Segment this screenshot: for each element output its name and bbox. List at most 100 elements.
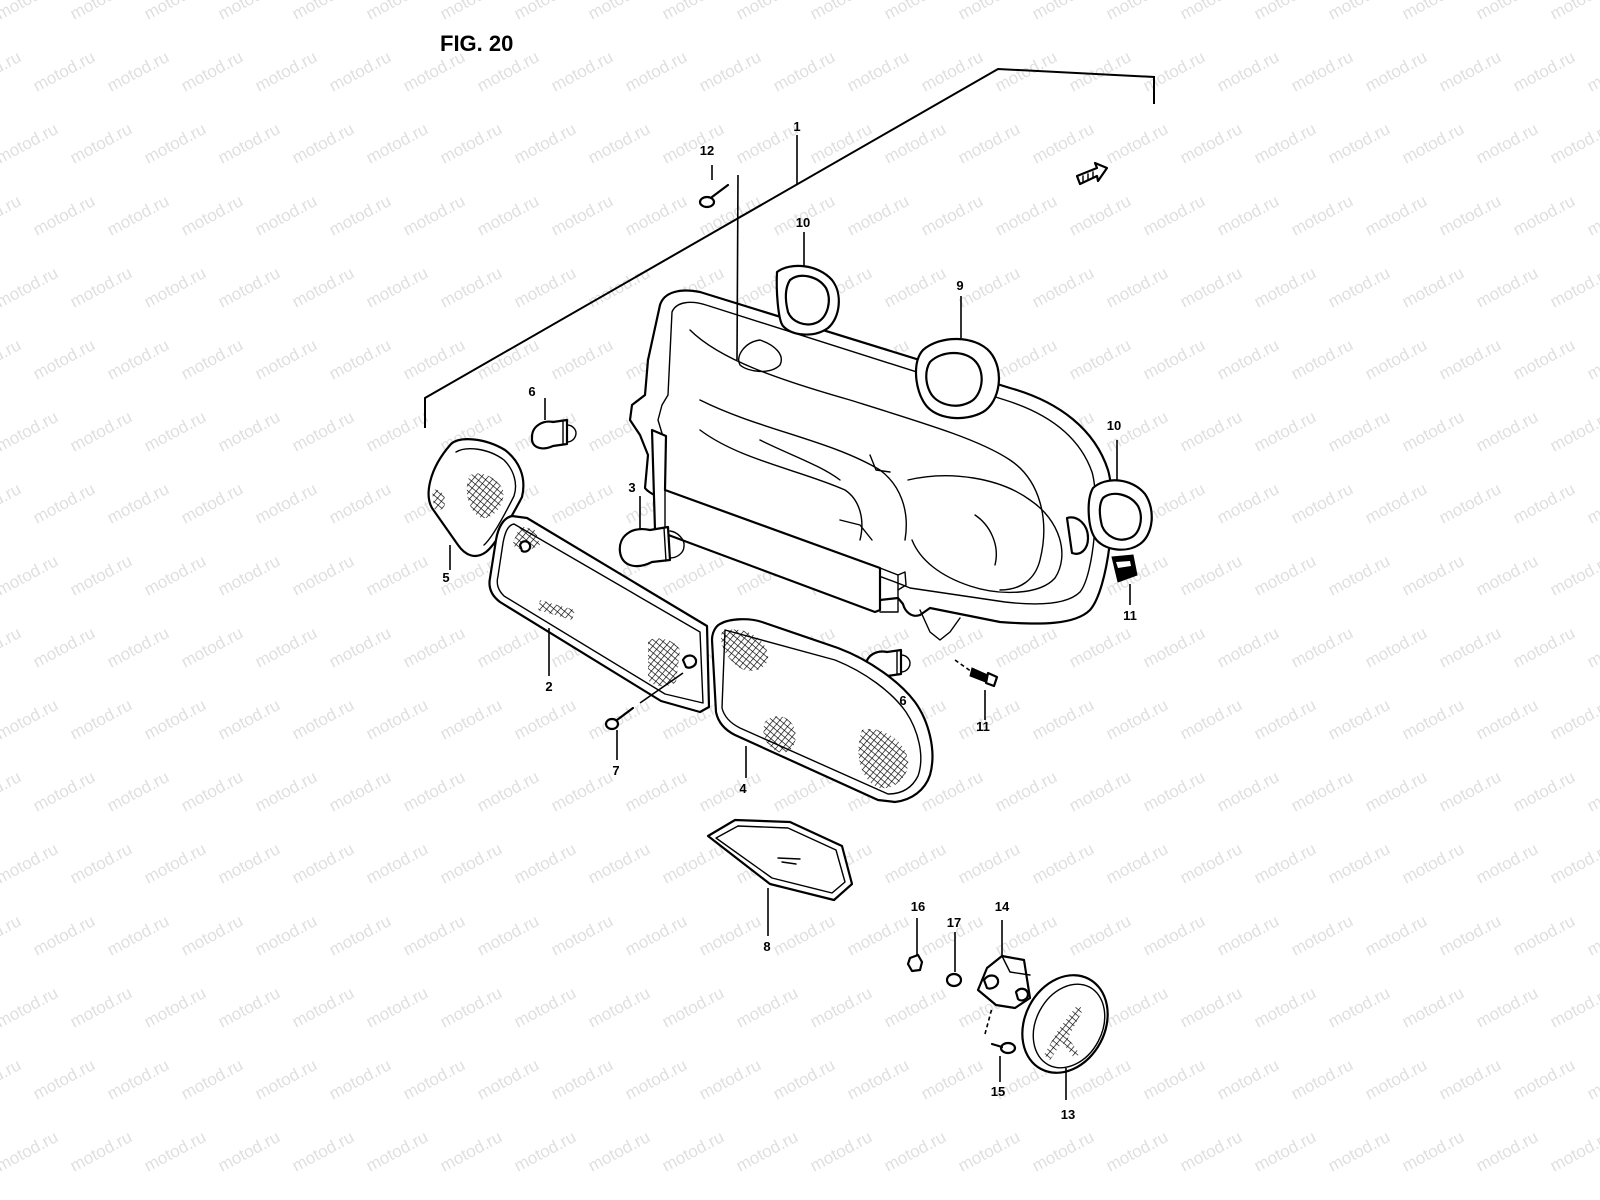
- watermark-text: motod.ru: [1251, 839, 1319, 887]
- watermark-text: motod.ru: [1510, 767, 1578, 815]
- watermark-text: motod.ru: [363, 119, 431, 167]
- callout-11-right: 11: [1123, 608, 1137, 623]
- watermark-text: motod.ru: [0, 1055, 24, 1103]
- watermark-text: motod.ru: [733, 0, 801, 24]
- callout-13: 13: [1061, 1107, 1075, 1122]
- callout-9: 9: [956, 278, 963, 293]
- watermark-text: motod.ru: [104, 191, 172, 239]
- watermark-text: motod.ru: [67, 0, 135, 24]
- watermark-text: motod.ru: [30, 623, 98, 671]
- watermark-text: motod.ru: [548, 767, 616, 815]
- watermark-text: motod.ru: [30, 911, 98, 959]
- watermark-text: motod.ru: [1547, 407, 1600, 455]
- callout-4: 4: [739, 781, 747, 796]
- watermark-text: motod.ru: [585, 119, 653, 167]
- watermark-text: motod.ru: [1103, 983, 1171, 1031]
- grommet-part-10-upper: [775, 232, 840, 336]
- watermark-text: motod.ru: [0, 911, 24, 959]
- watermark-text: motod.ru: [992, 335, 1060, 383]
- callout-7: 7: [612, 763, 619, 778]
- watermark-text: motod.ru: [696, 911, 764, 959]
- watermark-text: motod.ru: [955, 839, 1023, 887]
- callout-6-lower: 6: [899, 693, 906, 708]
- watermark-text: motod.ru: [1288, 623, 1356, 671]
- watermark-text: motod.ru: [1473, 119, 1541, 167]
- watermark-text: motod.ru: [1399, 551, 1467, 599]
- watermark-text: motod.ru: [252, 191, 320, 239]
- watermark-text: motod.ru: [1066, 191, 1134, 239]
- watermark-text: motod.ru: [0, 479, 24, 527]
- callout-12: 12: [700, 143, 714, 158]
- watermark-text: motod.ru: [511, 839, 579, 887]
- watermark-text: motod.ru: [511, 983, 579, 1031]
- watermark-text: motod.ru: [67, 407, 135, 455]
- watermark-text: motod.ru: [67, 839, 135, 887]
- watermark-text: motod.ru: [1584, 1055, 1600, 1103]
- watermark-text: motod.ru: [178, 1055, 246, 1103]
- watermark-text: motod.ru: [1473, 0, 1541, 24]
- watermark-text: motod.ru: [30, 191, 98, 239]
- watermark-text: motod.ru: [215, 1127, 283, 1175]
- watermark-text: motod.ru: [1510, 911, 1578, 959]
- watermark-text: motod.ru: [104, 767, 172, 815]
- watermark-text: motod.ru: [918, 191, 986, 239]
- watermark-text: motod.ru: [844, 191, 912, 239]
- watermark-text: motod.ru: [696, 1055, 764, 1103]
- watermark-text: motod.ru: [1103, 263, 1171, 311]
- callout-1: 1: [793, 119, 800, 134]
- watermark-text: motod.ru: [1214, 191, 1282, 239]
- lens-part-4: [710, 618, 934, 804]
- watermark-text: motod.ru: [659, 119, 727, 167]
- watermark-text: motod.ru: [733, 1127, 801, 1175]
- watermark-text: motod.ru: [770, 1055, 838, 1103]
- watermark-text: motod.ru: [1288, 911, 1356, 959]
- watermark-text: motod.ru: [30, 335, 98, 383]
- watermark-text: motod.ru: [400, 335, 468, 383]
- watermark-text: motod.ru: [1214, 479, 1282, 527]
- watermark-text: motod.ru: [252, 335, 320, 383]
- watermark-text: motod.ru: [1177, 119, 1245, 167]
- watermark-text: motod.ru: [1214, 623, 1282, 671]
- watermark-text: motod.ru: [1362, 767, 1430, 815]
- watermark-text: motod.ru: [1399, 0, 1467, 24]
- watermark-text: motod.ru: [1214, 911, 1282, 959]
- watermark-text: motod.ru: [363, 0, 431, 24]
- watermark-text: motod.ru: [363, 695, 431, 743]
- watermark-text: motod.ru: [67, 983, 135, 1031]
- watermark-text: motod.ru: [548, 911, 616, 959]
- watermark-text: motod.ru: [0, 623, 24, 671]
- watermark-text: motod.ru: [1547, 0, 1600, 24]
- watermark-text: motod.ru: [1362, 479, 1430, 527]
- watermark-text: motod.ru: [1214, 767, 1282, 815]
- watermark-text: motod.ru: [326, 479, 394, 527]
- watermark-text: motod.ru: [1547, 119, 1600, 167]
- watermark-text: motod.ru: [289, 551, 357, 599]
- watermark-text: motod.ru: [881, 983, 949, 1031]
- watermark-text: motod.ru: [215, 839, 283, 887]
- watermark-text: motod.ru: [474, 335, 542, 383]
- figure-title: FIG. 20: [440, 31, 513, 56]
- watermark-text: motod.ru: [363, 983, 431, 1031]
- screw-part-7: [604, 672, 684, 760]
- watermark-text: motod.ru: [326, 623, 394, 671]
- watermark-text: motod.ru: [1436, 335, 1504, 383]
- watermark-text: motod.ru: [326, 1055, 394, 1103]
- watermark-text: motod.ru: [1510, 479, 1578, 527]
- callout-6-upper: 6: [528, 384, 535, 399]
- watermark-text: motod.ru: [289, 119, 357, 167]
- watermark-text: motod.ru: [104, 1055, 172, 1103]
- watermark-text: motod.ru: [215, 407, 283, 455]
- watermark-text: motod.ru: [0, 551, 61, 599]
- watermark-text: motod.ru: [67, 551, 135, 599]
- watermark-text: motod.ru: [252, 47, 320, 95]
- watermark-text: motod.ru: [548, 191, 616, 239]
- watermark-text: motod.ru: [1177, 263, 1245, 311]
- watermark-text: motod.ru: [1436, 767, 1504, 815]
- watermark-text: motod.ru: [1325, 695, 1393, 743]
- watermark-text: motod.ru: [511, 1127, 579, 1175]
- watermark-text: motod.ru: [67, 695, 135, 743]
- watermark-text: motod.ru: [881, 839, 949, 887]
- watermark-text: motod.ru: [1325, 407, 1393, 455]
